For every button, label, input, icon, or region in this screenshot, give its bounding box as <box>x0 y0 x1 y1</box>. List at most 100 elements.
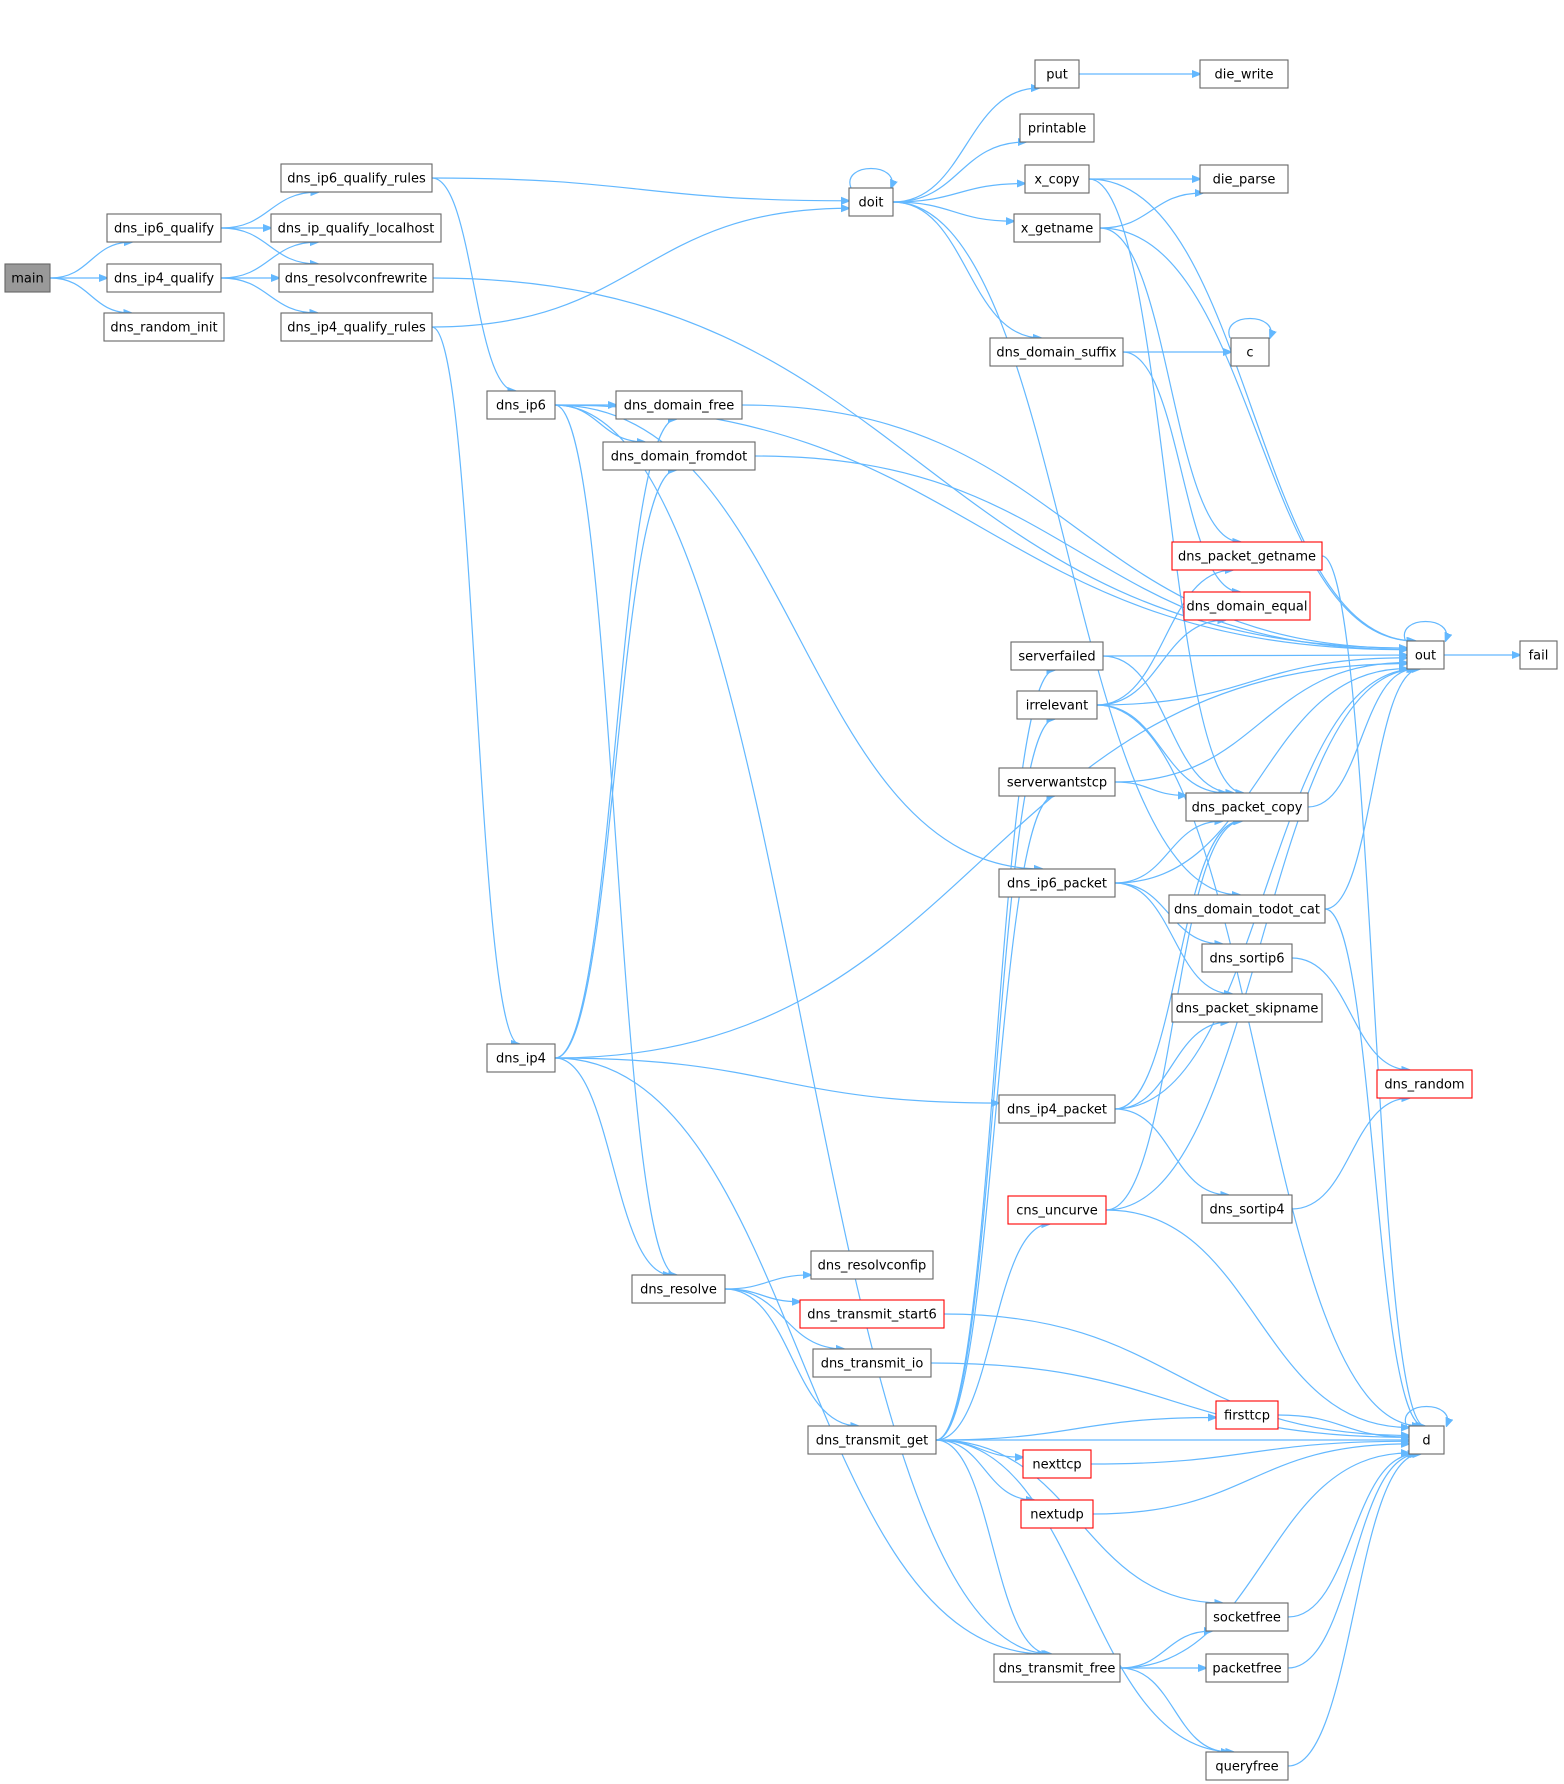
edge-dns_transmit_get-to-firsttcp <box>935 1417 1216 1441</box>
node-label: d <box>1422 1434 1430 1449</box>
edge-dns_transmit_get-to-cns_uncurve <box>935 1224 1050 1441</box>
edge-dns_packet_copy-to-out <box>1307 669 1415 808</box>
node-box <box>1519 640 1558 670</box>
node-dns_resolve[interactable]: dns_resolve <box>631 1274 726 1304</box>
node-box <box>1185 792 1309 822</box>
node-cns_uncurve[interactable]: cns_uncurve <box>1007 1195 1107 1225</box>
node-label: dns_ip4_qualify_rules <box>287 321 426 336</box>
node-packetfree[interactable]: packetfree <box>1205 1653 1289 1683</box>
node-dns_transmit_free[interactable]: dns_transmit_free <box>993 1653 1121 1683</box>
node-die_write[interactable]: die_write <box>1199 59 1289 89</box>
node-dns_random_init[interactable]: dns_random_init <box>103 312 225 342</box>
node-dns_ip6[interactable]: dns_ip6 <box>486 390 556 420</box>
node-die_parse[interactable]: die_parse <box>1199 164 1289 194</box>
node-main[interactable]: main <box>4 263 51 293</box>
node-dns_sortip6[interactable]: dns_sortip6 <box>1201 943 1293 973</box>
node-box <box>1205 1653 1289 1683</box>
node-x_getname[interactable]: x_getname <box>1013 213 1101 243</box>
node-dns_domain_suffix[interactable]: dns_domain_suffix <box>989 337 1124 367</box>
node-label: queryfree <box>1215 1760 1278 1775</box>
node-dns_packet_skipname[interactable]: dns_packet_skipname <box>1171 993 1323 1023</box>
node-socketfree[interactable]: socketfree <box>1205 1602 1289 1632</box>
node-label: put <box>1046 68 1068 83</box>
edge-dns_ip6_qualify_rules-to-dns_ip6 <box>431 177 516 391</box>
node-out[interactable]: out <box>1406 640 1445 670</box>
edge-x_copy-to-dns_packet_copy <box>1088 178 1243 793</box>
node-box <box>106 213 222 243</box>
edge-dns_domain_todot_cat-to-d <box>1324 908 1424 1426</box>
node-firsttcp[interactable]: firsttcp <box>1215 1400 1279 1430</box>
node-put[interactable]: put <box>1034 59 1080 89</box>
node-dns_ip4_qualify[interactable]: dns_ip4_qualify <box>106 263 222 293</box>
node-serverfailed[interactable]: serverfailed <box>1010 641 1104 671</box>
node-doit[interactable]: doit <box>848 187 894 217</box>
node-box <box>1010 641 1104 671</box>
node-box <box>1406 640 1445 670</box>
node-box <box>1215 1400 1279 1430</box>
node-dns_ip4_qualify_rules[interactable]: dns_ip4_qualify_rules <box>280 312 433 342</box>
node-queryfree[interactable]: queryfree <box>1205 1751 1289 1781</box>
node-dns_ip_qualify_localhost[interactable]: dns_ip_qualify_localhost <box>270 213 442 243</box>
node-box <box>812 1348 932 1378</box>
node-dns_ip4[interactable]: dns_ip4 <box>486 1043 556 1073</box>
edge-dns_ip4_qualify_rules-to-dns_ip4 <box>431 326 519 1044</box>
edge-doit-to-printable <box>892 142 1026 203</box>
node-label: out <box>1415 649 1436 664</box>
node-label: dns_packet_copy <box>1192 801 1303 816</box>
node-d[interactable]: d <box>1408 1425 1445 1455</box>
node-dns_domain_free[interactable]: dns_domain_free <box>615 390 743 420</box>
edge-irrelevant-to-dns_packet_getname <box>1096 570 1233 706</box>
node-nexttcp[interactable]: nexttcp <box>1022 1449 1092 1479</box>
node-fail[interactable]: fail <box>1519 640 1558 670</box>
node-printable[interactable]: printable <box>1019 113 1095 143</box>
edge-doit-to-x_getname <box>892 201 1014 221</box>
edges-layer <box>49 74 1520 1767</box>
node-dns_domain_equal[interactable]: dns_domain_equal <box>1183 591 1311 621</box>
node-box <box>602 441 756 471</box>
node-dns_transmit_get[interactable]: dns_transmit_get <box>807 1425 937 1455</box>
node-box <box>989 337 1124 367</box>
node-dns_resolvconfrewrite[interactable]: dns_resolvconfrewrite <box>278 263 434 293</box>
node-x_copy[interactable]: x_copy <box>1024 164 1090 194</box>
edge-d-to-d <box>1404 1406 1447 1427</box>
edge-dns_ip4-to-dns_ip4_packet <box>554 1057 999 1103</box>
edge-dns_ip4_qualify_rules-to-doit <box>431 208 849 328</box>
edge-cns_uncurve-to-d <box>1105 1209 1409 1427</box>
node-dns_packet_getname[interactable]: dns_packet_getname <box>1171 541 1323 571</box>
node-box <box>1019 113 1095 143</box>
node-box <box>631 1274 726 1304</box>
node-label: dns_sortip6 <box>1209 952 1284 967</box>
node-c[interactable]: c <box>1230 337 1270 367</box>
edge-dns_resolve-to-dns_transmit_get <box>724 1288 858 1426</box>
node-dns_ip6_qualify[interactable]: dns_ip6_qualify <box>106 213 222 243</box>
node-dns_random[interactable]: dns_random <box>1376 1069 1473 1099</box>
edge-dns_ip4-to-dns_resolve <box>554 1057 671 1275</box>
node-dns_packet_copy[interactable]: dns_packet_copy <box>1185 792 1309 822</box>
node-nextudp[interactable]: nextudp <box>1020 1499 1094 1529</box>
node-dns_transmit_start6[interactable]: dns_transmit_start6 <box>799 1299 945 1329</box>
node-dns_resolvconfip[interactable]: dns_resolvconfip <box>810 1250 934 1280</box>
edge-doit-to-put <box>892 88 1039 203</box>
node-box <box>270 213 442 243</box>
node-label: die_parse <box>1213 173 1276 188</box>
node-label: fail <box>1529 649 1549 664</box>
node-dns_ip4_packet[interactable]: dns_ip4_packet <box>998 1094 1116 1124</box>
node-label: dns_packet_skipname <box>1176 1002 1319 1017</box>
node-dns_ip6_packet[interactable]: dns_ip6_packet <box>998 868 1116 898</box>
node-label: cns_uncurve <box>1016 1204 1098 1219</box>
node-dns_domain_fromdot[interactable]: dns_domain_fromdot <box>602 441 756 471</box>
edge-dns_ip6-to-dns_transmit_free <box>554 404 1051 1654</box>
node-box <box>1199 59 1289 89</box>
node-serverwantstcp[interactable]: serverwantstcp <box>998 767 1116 797</box>
edge-doit-to-dns_domain_todot_cat <box>892 201 1240 895</box>
node-label: dns_random_init <box>110 321 217 336</box>
node-dns_ip6_qualify_rules[interactable]: dns_ip6_qualify_rules <box>280 163 433 193</box>
node-irrelevant[interactable]: irrelevant <box>1016 690 1098 720</box>
node-dns_domain_todot_cat[interactable]: dns_domain_todot_cat <box>1168 894 1326 924</box>
node-dns_transmit_io[interactable]: dns_transmit_io <box>812 1348 932 1378</box>
node-label: dns_resolve <box>640 1283 717 1298</box>
node-dns_sortip4[interactable]: dns_sortip4 <box>1201 1194 1293 1224</box>
node-label: dns_domain_suffix <box>996 346 1117 361</box>
edge-dns_transmit_get-to-nexttcp <box>935 1439 1023 1457</box>
edge-packetfree-to-d <box>1287 1454 1418 1669</box>
